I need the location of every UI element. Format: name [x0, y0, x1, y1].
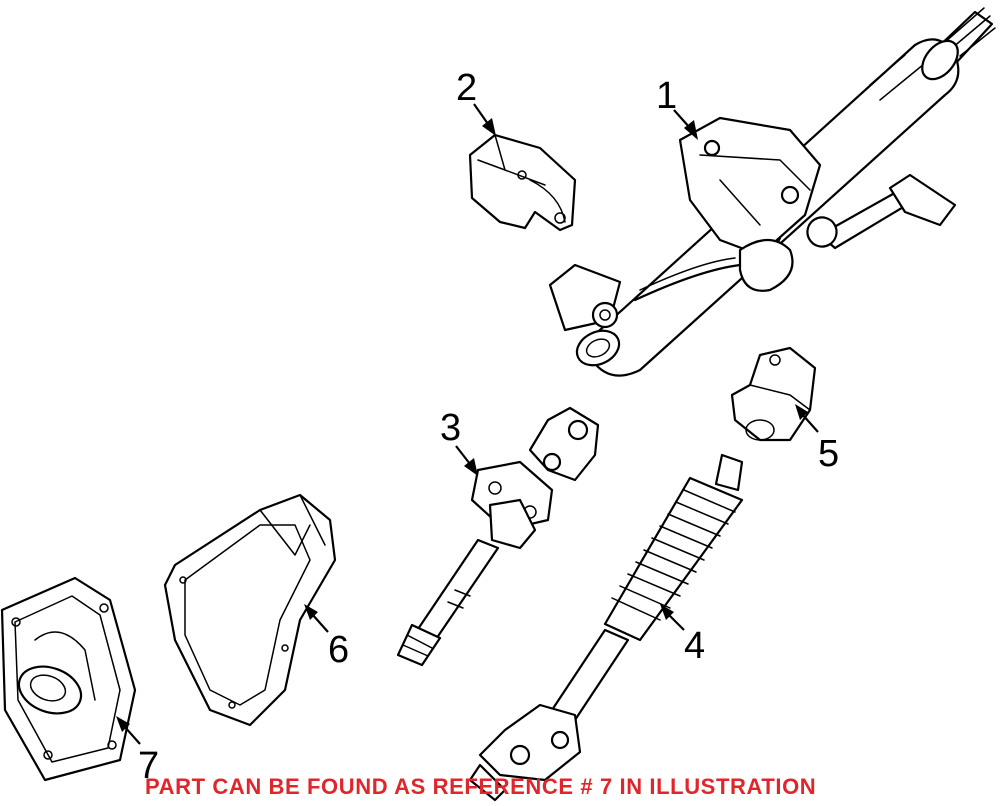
callout-5-label: 5 [818, 433, 839, 475]
callout-6-label: 6 [328, 629, 349, 671]
part-4-lower-shaft [468, 453, 744, 802]
callout-3: 3 [440, 407, 478, 476]
callout-4-label: 4 [684, 625, 705, 667]
callout-2-label: 2 [456, 67, 477, 109]
callout-4: 4 [660, 604, 705, 667]
callout-5: 5 [795, 404, 839, 475]
callout-6: 6 [304, 604, 349, 671]
part-3-intermediate-shaft [396, 406, 600, 667]
callout-3-label: 3 [440, 407, 461, 449]
part-7-seal-plate [0, 576, 137, 782]
part-1-steering-column [548, 7, 996, 377]
part-2-bracket [468, 133, 577, 232]
callout-7-label: 7 [138, 745, 159, 787]
reference-note: PART CAN BE FOUND AS REFERENCE # 7 IN IL… [145, 774, 817, 799]
part-5-bracket [730, 346, 817, 442]
part-6-boot-cover [163, 493, 337, 727]
callout-1: 1 [656, 75, 698, 140]
callout-1-label: 1 [656, 75, 677, 117]
callout-7: 7 [116, 716, 159, 787]
callout-2: 2 [456, 67, 496, 136]
